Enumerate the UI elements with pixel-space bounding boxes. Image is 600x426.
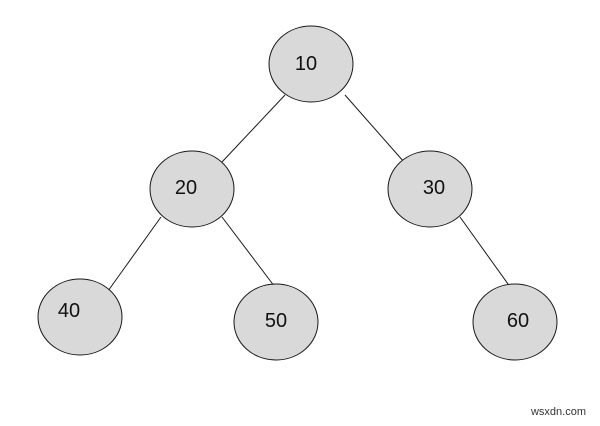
edge-10-30 <box>344 94 405 163</box>
edge-20-50 <box>221 216 279 292</box>
edge-10-20 <box>221 94 286 163</box>
tree-node-20: 20 <box>149 150 235 228</box>
node-label: 20 <box>175 177 197 199</box>
edge-30-60 <box>459 216 514 292</box>
tree-node-50: 50 <box>233 283 319 361</box>
node-label: 50 <box>265 310 287 332</box>
node-label: 60 <box>507 310 529 332</box>
tree-node-40: 40 <box>37 278 123 356</box>
tree-node-30: 30 <box>387 150 473 228</box>
tree-node-10: 10 <box>268 25 354 103</box>
node-label: 40 <box>58 300 80 322</box>
node-label: 30 <box>423 177 445 199</box>
edge-20-40 <box>107 216 162 292</box>
tree-node-60: 60 <box>472 283 558 361</box>
node-label: 10 <box>295 53 317 75</box>
watermark: wsxdn.com <box>530 406 586 418</box>
